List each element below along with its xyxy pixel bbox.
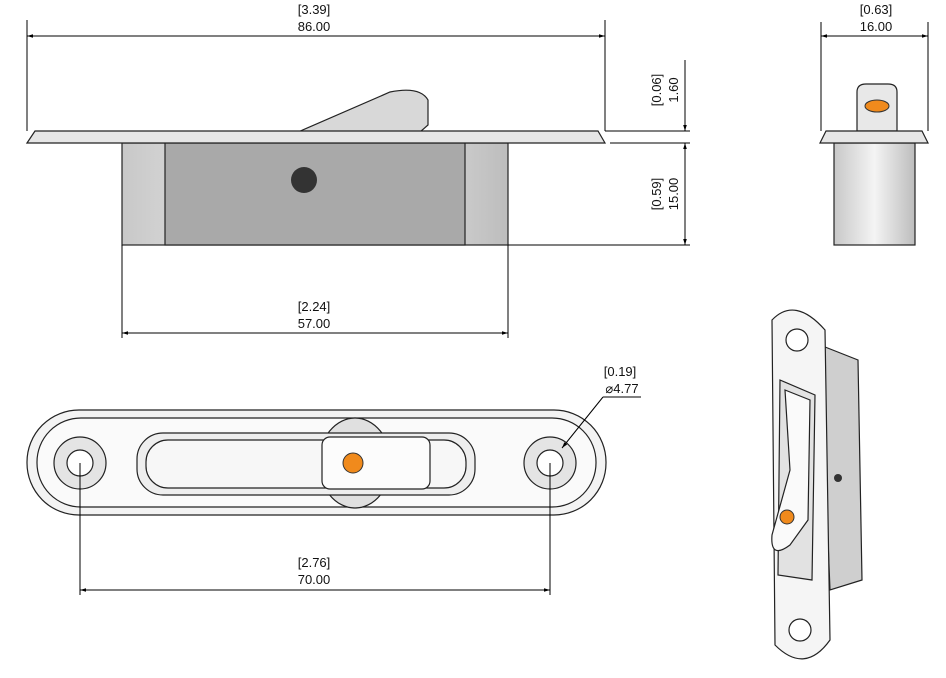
svg-text:70.00: 70.00 [298,572,331,587]
dim-side-width: [0.63] 16.00 [820,2,929,131]
svg-text:[2.76]: [2.76] [298,555,331,570]
svg-text:15.00: 15.00 [666,178,681,211]
side-flange [819,130,929,144]
orange-pin [864,99,890,113]
dim-flange-thickness: [0.06] 1.60 [605,60,690,144]
side-body [833,142,916,246]
svg-text:[2.24]: [2.24] [298,299,331,314]
dim-hole-spacing: [2.76] 70.00 [79,463,551,595]
body-center [164,142,466,246]
svg-text:[0.59]: [0.59] [649,178,664,211]
dim-body-length: [2.24] 57.00 [121,245,509,338]
dim-body-depth: [0.59] 15.00 [508,143,690,246]
iso-view [771,309,863,660]
svg-text:16.00: 16.00 [860,19,893,34]
svg-text:[0.19]: [0.19] [604,364,637,379]
svg-text:[0.63]: [0.63] [860,2,893,17]
svg-text:[0.06]: [0.06] [649,74,664,107]
dim-hole-diameter: [0.19] ⌀4.77 [561,364,641,449]
svg-text:1.60: 1.60 [666,77,681,102]
side-view [819,83,929,246]
flange [25,130,607,144]
dim-overall-length: [3.39] 86.00 [26,2,606,131]
svg-text:86.00: 86.00 [298,19,331,34]
top-view [26,409,607,516]
pivot-hole [291,167,317,193]
front-view [25,89,607,246]
lever [297,89,429,133]
svg-text:57.00: 57.00 [298,316,331,331]
svg-text:[3.39]: [3.39] [298,2,331,17]
svg-text:⌀4.77: ⌀4.77 [605,381,638,396]
